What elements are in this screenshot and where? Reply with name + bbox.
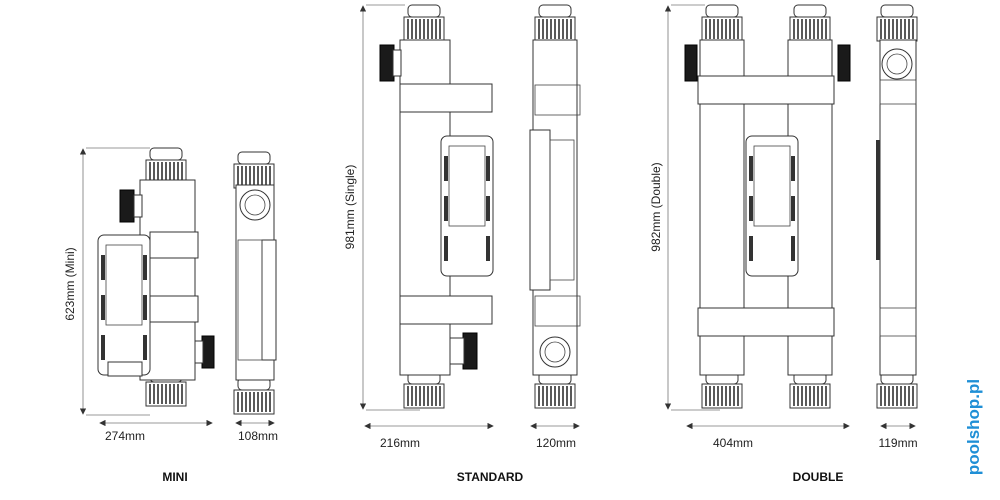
standard-title: STANDARD	[457, 470, 524, 484]
double-width-label: 404mm	[713, 436, 753, 450]
standard-side-view	[529, 4, 581, 409]
mini-side-view	[233, 151, 277, 415]
poolshop-logo: poolshop.pl	[964, 379, 983, 475]
standard-front-view	[379, 4, 494, 409]
mini-height-label: 623mm (Mini)	[63, 247, 77, 320]
double-depth-label: 119mm	[878, 436, 917, 450]
double-height-label: 982mm (Double)	[649, 162, 663, 251]
mini-depth-label: 108mm	[238, 429, 278, 443]
double-side-view	[876, 4, 918, 409]
double-title: DOUBLE	[793, 470, 844, 484]
double-dimensions	[664, 4, 916, 430]
standard-width-label: 216mm	[380, 436, 420, 450]
standard-depth-label: 120mm	[536, 436, 576, 450]
double-front-view	[684, 4, 851, 409]
standard-height-label: 981mm (Single)	[343, 165, 357, 250]
mini-dimensions	[79, 147, 275, 427]
standard-dimensions	[359, 4, 580, 430]
mini-front-view	[97, 147, 215, 407]
mini-width-label: 274mm	[105, 429, 145, 443]
mini-title: MINI	[162, 470, 187, 484]
